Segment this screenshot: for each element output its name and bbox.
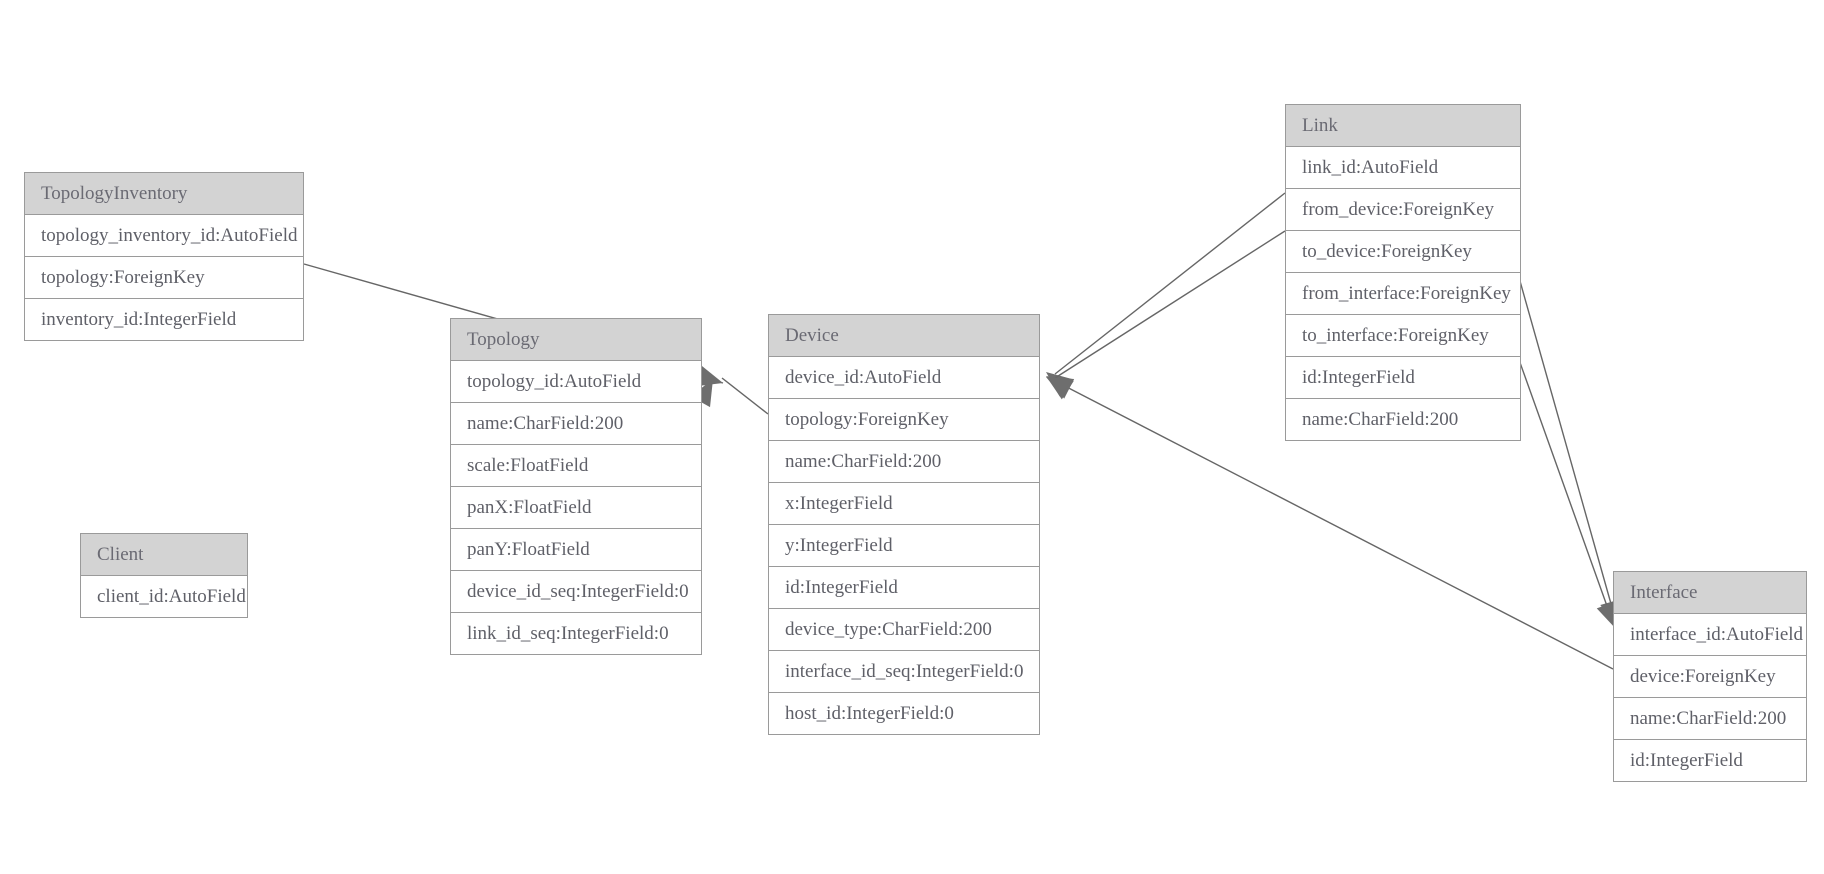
entity-field-row[interactable]: panX:FloatField [451, 487, 701, 529]
entity-title-link: Link [1286, 105, 1520, 147]
entity-field-row[interactable]: inventory_id:IntegerField [25, 299, 303, 340]
entity-title-topology: Topology [451, 319, 701, 361]
relationship-rel-link-from-device [1046, 192, 1286, 397]
entity-field-row[interactable]: link_id:AutoField [1286, 147, 1520, 189]
entity-field-row[interactable]: id:IntegerField [1286, 357, 1520, 399]
relationship-rel-link-to-interface [1502, 314, 1618, 629]
entity-field-row[interactable]: y:IntegerField [769, 525, 1039, 567]
entity-field-row[interactable]: topology_inventory_id:AutoField [25, 215, 303, 257]
entity-field-row[interactable]: name:CharField:200 [451, 403, 701, 445]
entity-field-row[interactable]: x:IntegerField [769, 483, 1039, 525]
entity-title-client: Client [81, 534, 247, 576]
entity-title-interface: Interface [1614, 572, 1806, 614]
entity-field-row[interactable]: device:ForeignKey [1614, 656, 1806, 698]
relationship-arrowhead [1046, 377, 1075, 399]
entity-field-row[interactable]: to_device:ForeignKey [1286, 231, 1520, 273]
entity-field-row[interactable]: panY:FloatField [451, 529, 701, 571]
entity-field-row[interactable]: client_id:AutoField [81, 576, 247, 617]
entity-title-device: Device [769, 315, 1039, 357]
entity-field-row[interactable]: device_id:AutoField [769, 357, 1039, 399]
relationship-line [1054, 380, 1614, 670]
entity-field-row[interactable]: host_id:IntegerField:0 [769, 693, 1039, 734]
entity-title-topology-inventory: TopologyInventory [25, 173, 303, 215]
entity-field-row[interactable]: name:CharField:200 [769, 441, 1039, 483]
entity-field-row[interactable]: id:IntegerField [769, 567, 1039, 609]
entity-field-row[interactable]: topology_id:AutoField [451, 361, 701, 403]
entity-field-row[interactable]: interface_id:AutoField [1614, 614, 1806, 656]
entity-field-row[interactable]: device_id_seq:IntegerField:0 [451, 571, 701, 613]
relationship-rel-interface-device [1046, 377, 1614, 670]
entity-field-row[interactable]: topology:ForeignKey [769, 399, 1039, 441]
relationship-line [1502, 314, 1613, 621]
entity-field-row[interactable]: link_id_seq:IntegerField:0 [451, 613, 701, 654]
relationship-rel-link-to-device [1046, 230, 1286, 400]
entity-field-row[interactable]: name:CharField:200 [1286, 399, 1520, 440]
relationship-line [721, 377, 769, 415]
entity-field-row[interactable]: from_interface:ForeignKey [1286, 273, 1520, 315]
entity-field-row[interactable]: id:IntegerField [1614, 740, 1806, 781]
entity-field-row[interactable]: topology:ForeignKey [25, 257, 303, 299]
relationship-rel-link-from-interface [1517, 273, 1622, 627]
entity-field-row[interactable]: name:CharField:200 [1614, 698, 1806, 740]
relationship-line [1054, 192, 1286, 375]
entity-field-row[interactable]: device_type:CharField:200 [769, 609, 1039, 651]
relationship-line [1054, 230, 1286, 379]
entity-field-row[interactable]: from_device:ForeignKey [1286, 189, 1520, 231]
entity-field-row[interactable]: to_interface:ForeignKey [1286, 315, 1520, 357]
entity-field-row[interactable]: interface_id_seq:IntegerField:0 [769, 651, 1039, 693]
relationship-arrowhead [1596, 600, 1618, 629]
entity-field-row[interactable]: scale:FloatField [451, 445, 701, 487]
relationship-line [1517, 273, 1616, 619]
